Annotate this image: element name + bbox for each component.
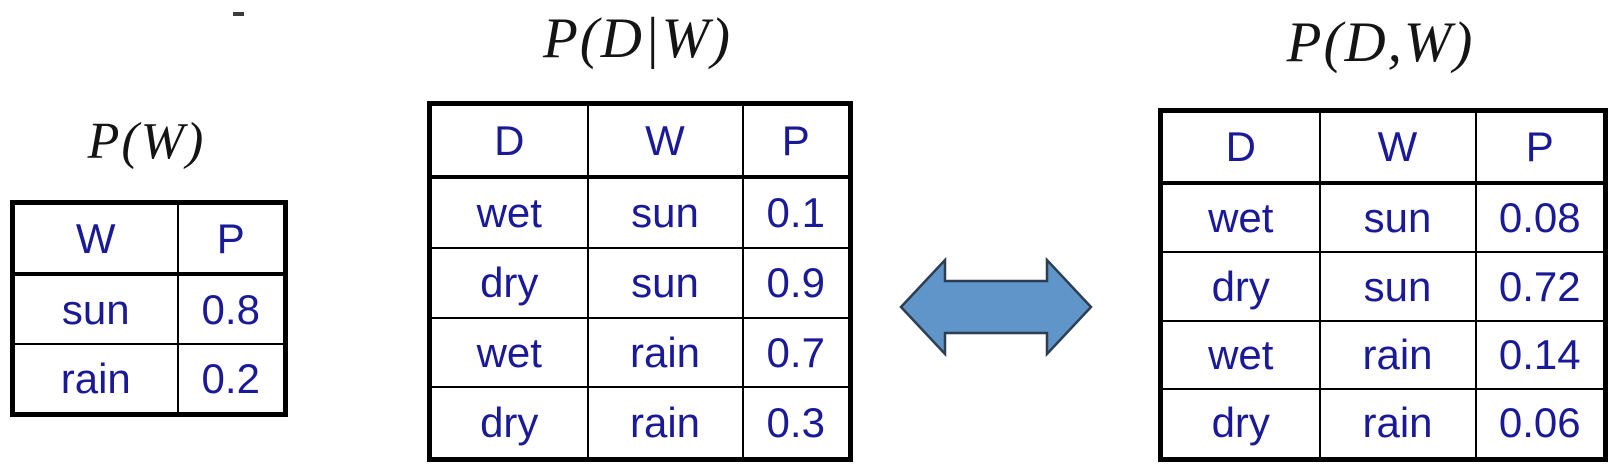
column-header-w: W	[11, 201, 179, 277]
header-row: W P	[11, 201, 287, 277]
table-row: sun 0.8	[11, 273, 287, 346]
cell-p: 0.14	[1474, 319, 1607, 390]
column-header-w: W	[586, 102, 744, 180]
cell-p: 0.08	[1474, 181, 1607, 254]
cell-w: sun	[1318, 251, 1477, 322]
cell-w: rain	[586, 316, 744, 389]
cell-w: rain	[1318, 387, 1477, 461]
cell-w: rain	[11, 343, 179, 416]
column-header-p: P	[1474, 109, 1607, 185]
pdw-joint-table: D W P wet sun 0.08 dry sun 0.72 wet rain…	[1158, 108, 1608, 462]
table-row: wet rain 0.14	[1159, 319, 1607, 390]
cell-p: 0.06	[1474, 387, 1607, 461]
cell-w: sun	[11, 273, 179, 346]
cell-d: dry	[428, 386, 589, 461]
cell-d: wet	[428, 176, 589, 250]
cell-p: 0.2	[176, 343, 287, 416]
cell-d: dry	[1159, 251, 1321, 322]
table-row: dry sun 0.72	[1159, 251, 1607, 322]
cell-p: 0.7	[741, 316, 852, 389]
cell-p: 0.1	[741, 176, 852, 250]
table-row: rain 0.2	[11, 343, 287, 416]
column-header-d: D	[1159, 109, 1321, 185]
cell-d: wet	[428, 316, 589, 389]
column-header-p: P	[741, 102, 852, 180]
cell-w: rain	[586, 386, 744, 461]
cell-w: rain	[1318, 319, 1477, 390]
table-row: wet sun 0.08	[1159, 181, 1607, 254]
header-row: D W P	[1159, 109, 1607, 185]
cell-d: wet	[1159, 319, 1321, 390]
cell-p: 0.3	[741, 386, 852, 461]
pdw-joint-table-title: P(D,W)	[1286, 11, 1475, 74]
table-row: dry sun 0.9	[428, 247, 852, 319]
pdw-conditional-table: D W P wet sun 0.1 dry sun 0.9 wet rain 0…	[427, 101, 853, 462]
table-row: dry rain 0.06	[1159, 387, 1607, 461]
left-right-arrow-icon	[899, 256, 1093, 358]
column-header-d: D	[428, 102, 589, 180]
cell-p: 0.8	[176, 273, 287, 346]
pw-table-title: P(W)	[87, 113, 206, 170]
cell-d: dry	[428, 247, 589, 319]
header-row: D W P	[428, 102, 852, 180]
cell-w: sun	[586, 247, 744, 319]
pw-table: W P sun 0.8 rain 0.2	[10, 200, 288, 417]
table-row: wet rain 0.7	[428, 316, 852, 389]
pdw-conditional-table-title: P(D|W)	[542, 7, 733, 70]
table-row: dry rain 0.3	[428, 386, 852, 461]
column-header-w: W	[1318, 109, 1477, 185]
cell-d: wet	[1159, 181, 1321, 254]
cell-p: 0.9	[741, 247, 852, 319]
column-header-p: P	[176, 201, 287, 277]
cell-d: dry	[1159, 387, 1321, 461]
cell-w: sun	[586, 176, 744, 250]
cell-p: 0.72	[1474, 251, 1607, 322]
table-row: wet sun 0.1	[428, 176, 852, 250]
cell-w: sun	[1318, 181, 1477, 254]
dash-mark-icon	[233, 12, 244, 16]
